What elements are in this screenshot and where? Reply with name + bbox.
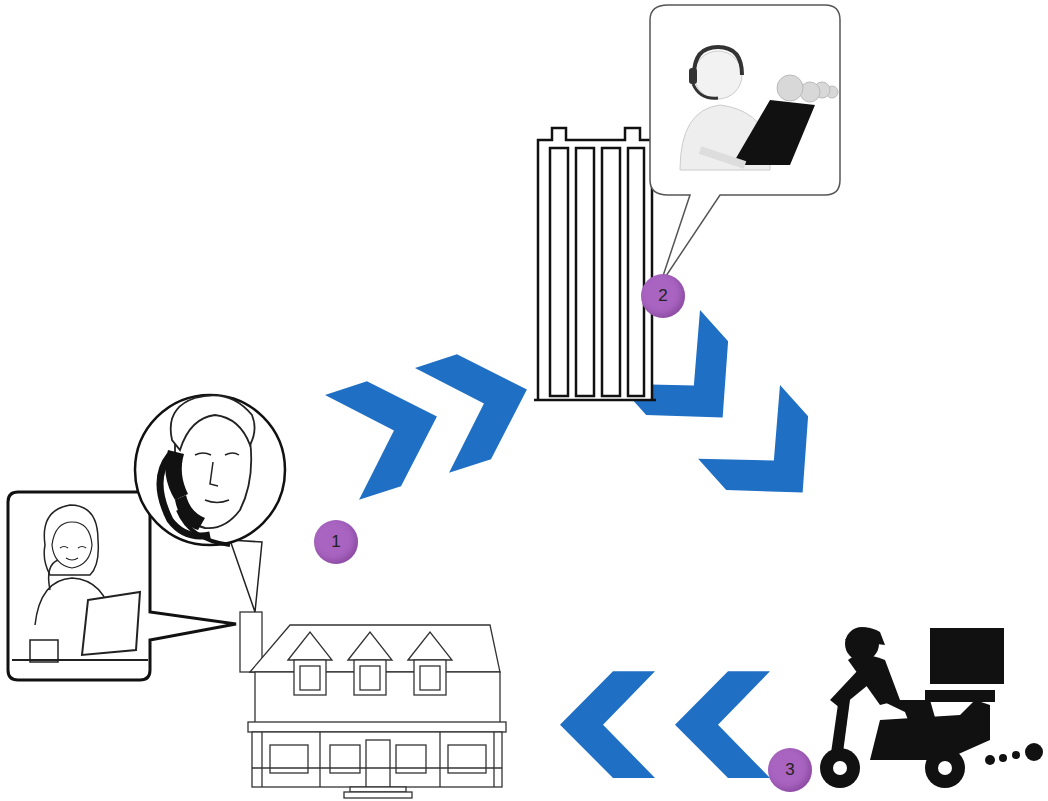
flow-chevrons <box>560 671 770 778</box>
call-centre-callout <box>650 5 840 285</box>
callout-number: 1 <box>314 520 358 564</box>
delivery-scooter <box>820 627 1043 788</box>
callout-number: 3 <box>768 748 812 792</box>
man-on-phone <box>135 395 285 612</box>
woman-callout <box>8 492 236 680</box>
office-tower <box>534 128 656 400</box>
callout-number: 2 <box>641 274 685 318</box>
house <box>240 612 506 798</box>
flow-chevrons <box>325 337 544 500</box>
